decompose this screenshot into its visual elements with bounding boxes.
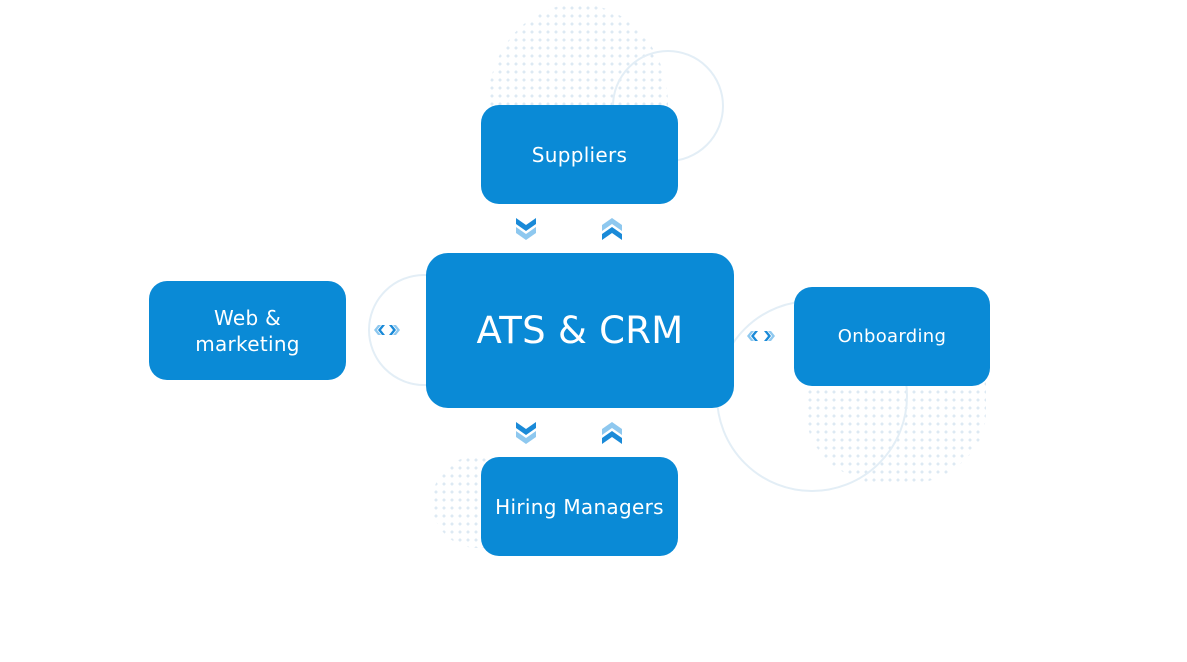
node-web-marketing[interactable]: Web & marketing — [149, 281, 346, 380]
node-hiring-managers[interactable]: Hiring Managers — [481, 457, 678, 556]
node-label: Onboarding — [837, 325, 947, 347]
double-chevron-down-icon — [516, 218, 536, 240]
node-onboarding[interactable]: Onboarding — [794, 287, 990, 386]
node-ats-crm[interactable]: ATS & CRM — [426, 253, 734, 408]
double-chevron-left-right-icon — [747, 331, 775, 341]
node-label: Web & marketing — [195, 305, 300, 356]
node-suppliers[interactable]: Suppliers — [481, 105, 678, 204]
double-chevron-down-icon — [516, 422, 536, 444]
double-chevron-up-icon — [602, 218, 622, 240]
center-label: ATS & CRM — [476, 308, 684, 352]
node-label: Suppliers — [531, 142, 628, 167]
double-chevron-up-icon — [602, 422, 622, 444]
node-label: Hiring Managers — [495, 494, 664, 519]
double-chevron-left-right-icon — [374, 325, 400, 335]
